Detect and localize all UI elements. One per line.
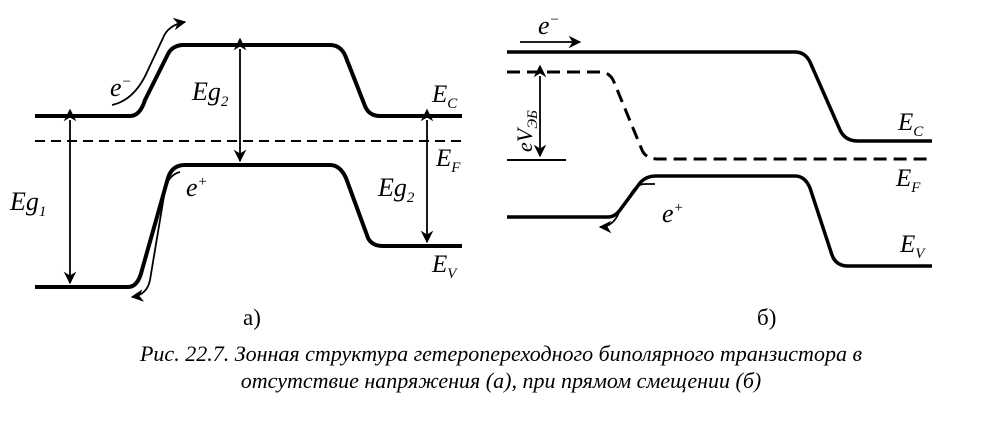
ec-label-a: EC <box>431 81 458 112</box>
diagram-b: e− e+ eVЭБ EC EF EV <box>507 11 932 268</box>
electron-label-b: e− <box>538 11 560 40</box>
valence-band-b <box>507 174 932 268</box>
eg2-right-label-a: Eg2 <box>377 173 415 206</box>
sublabel-b: б) <box>757 305 777 330</box>
eg2-label-a: Eg2 <box>191 77 229 110</box>
figure-caption-line2: отсутствие напряжения (а), при прямом см… <box>240 368 762 393</box>
conduction-band-a <box>35 43 462 118</box>
figure-caption-line1: Рис. 22.7. Зонная структура гетероперехо… <box>139 341 862 366</box>
ef-label-b: EF <box>895 165 921 196</box>
hole-path-arrow-a <box>130 171 181 302</box>
valence-band-a <box>35 163 462 289</box>
hole-label-b: e+ <box>662 199 684 228</box>
conduction-band-b <box>507 50 932 143</box>
ef-label-a: EF <box>435 145 461 176</box>
fermi-level-b <box>507 70 932 161</box>
ev-label-a: EV <box>431 251 458 282</box>
hole-label-a: e+ <box>186 173 208 202</box>
electron-path-arrow-a <box>111 17 187 106</box>
ec-label-b: EC <box>897 109 924 140</box>
diagram-a: e− e+ Eg2 Eg1 Eg2 EC EF EV <box>9 17 462 302</box>
eg1-label-a: Eg1 <box>9 187 46 220</box>
hole-arrow-b <box>598 183 655 234</box>
sublabel-a: а) <box>243 305 261 330</box>
ev-label-b: EV <box>899 231 926 262</box>
electron-label-a: e− <box>110 73 132 102</box>
voltage-label-b: eVЭБ <box>512 110 541 152</box>
